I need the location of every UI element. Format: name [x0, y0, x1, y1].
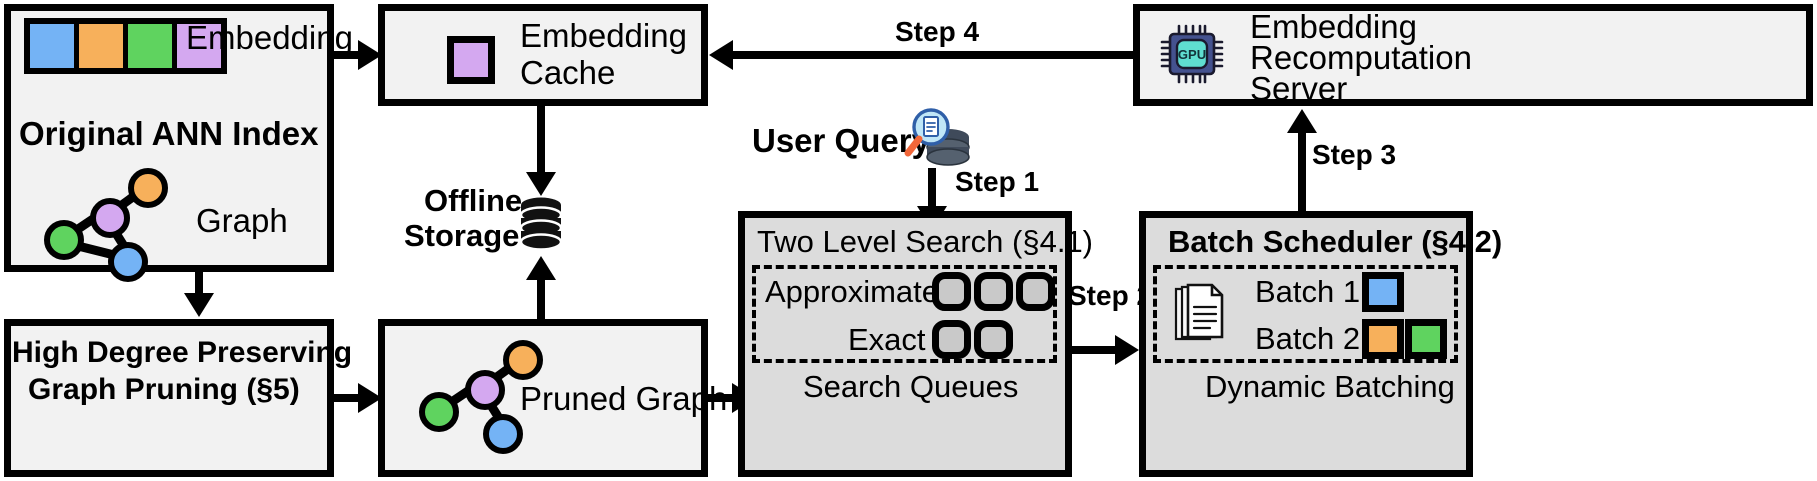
arrow-step2-line: [1072, 346, 1119, 354]
two-level-search-box: [738, 211, 1072, 477]
embedding-cell-green: [128, 24, 177, 68]
svg-text:GPU: GPU: [1178, 47, 1206, 62]
step-3-label: Step 3: [1312, 139, 1397, 170]
ann-index-graph: [40, 168, 168, 282]
graph-node-purple: [90, 198, 130, 238]
search-queues-dashed-region: [752, 265, 1057, 363]
approximate-queue-cell: [974, 272, 1013, 311]
batch-2-label: Batch 2: [1255, 321, 1361, 356]
graph-node-green: [419, 392, 459, 432]
graph-node-blue: [108, 242, 148, 282]
arrow-step4-line: [733, 51, 1133, 59]
arrow-ann-to-cache-line: [334, 51, 360, 59]
embedding-cell-orange: [79, 24, 128, 68]
recomputation-server-label-1: Embedding: [1250, 8, 1417, 45]
offline-storage-label-1: Offline: [424, 183, 523, 218]
graph-node-purple: [465, 370, 505, 410]
recomputation-server-label-3: Server: [1250, 70, 1348, 107]
pruned-graph-visual: [415, 340, 543, 454]
arrow-step3-line: [1298, 133, 1306, 211]
dynamic-batching-dashed-region: [1153, 265, 1458, 363]
documents-icon: [1170, 283, 1228, 345]
exact-queue-cell: [932, 320, 971, 359]
batch-2-swatch-orange: [1362, 319, 1404, 359]
arrow-ann-to-cache-head: [358, 40, 382, 70]
embedding-cell-blue: [30, 24, 79, 68]
graph-node-orange: [503, 340, 543, 380]
embedding-cache-box: [378, 4, 708, 106]
embedding-cache-label-2: Cache: [520, 54, 616, 91]
arrow-step3-head: [1287, 109, 1317, 133]
arrow-pruning-to-pruned-line: [334, 394, 360, 402]
arrow-ann-to-pruning-line: [195, 272, 203, 295]
gpu-chip-icon: GPU: [1160, 24, 1224, 84]
two-level-search-title: Two Level Search (§4.1): [757, 224, 1094, 259]
arrow-pruned-to-search-line: [708, 394, 734, 402]
original-ann-index-title: Original ANN Index: [19, 115, 319, 152]
graph-node-blue: [483, 414, 523, 454]
arrow-ann-to-pruning-head: [184, 293, 214, 317]
arrow-pruned-to-storage-line: [537, 278, 545, 322]
embedding-cache-label-1: Embedding: [520, 17, 687, 54]
arrow-pruning-to-pruned-head: [358, 383, 382, 413]
approximate-queue-cell: [1016, 272, 1055, 311]
search-database-icon: [900, 105, 972, 171]
arrow-pruned-to-storage-head: [526, 256, 556, 280]
arrow-cache-to-storage-line: [537, 106, 545, 174]
offline-storage-label-2: Storage: [404, 218, 520, 253]
arrow-step4-head: [709, 40, 733, 70]
approximate-label: Approximate: [765, 274, 940, 309]
batch-1-swatch-blue: [1362, 272, 1404, 312]
graph-label: Graph: [196, 202, 288, 239]
batch-scheduler-title: Batch Scheduler (§4.2): [1168, 224, 1503, 259]
graph-node-green: [44, 220, 84, 260]
arrow-step2-head: [1115, 335, 1139, 365]
recomputation-server-label-2: Recomputation: [1250, 39, 1472, 76]
pruned-graph-label: Pruned Graph: [520, 380, 728, 417]
embedding-recomputation-server-box: [1133, 4, 1813, 106]
approximate-queue-cell: [932, 272, 971, 311]
search-queues-footer: Search Queues: [803, 369, 1019, 404]
arrow-cache-to-storage-head: [526, 172, 556, 196]
database-icon: [518, 196, 564, 254]
step-4-label: Step 4: [895, 16, 980, 47]
embedding-cell-purple: [177, 24, 221, 68]
batch-1-label: Batch 1: [1255, 274, 1361, 309]
step-1-label: Step 1: [955, 166, 1040, 197]
embedding-strip: [24, 18, 227, 74]
exact-label: Exact: [848, 322, 926, 357]
batch-2-swatch-green: [1405, 319, 1447, 359]
dynamic-batching-footer: Dynamic Batching: [1205, 369, 1455, 404]
graph-pruning-box: [4, 319, 334, 477]
arrow-step1-line: [928, 168, 936, 208]
exact-queue-cell: [974, 320, 1013, 359]
graph-pruning-label-1: High Degree Preserving: [12, 336, 353, 369]
embedding-cache-swatch: [447, 36, 495, 84]
graph-node-orange: [128, 168, 168, 208]
embedding-label: Embedding: [186, 19, 353, 56]
graph-pruning-label-2: Graph Pruning (§5): [28, 373, 300, 406]
